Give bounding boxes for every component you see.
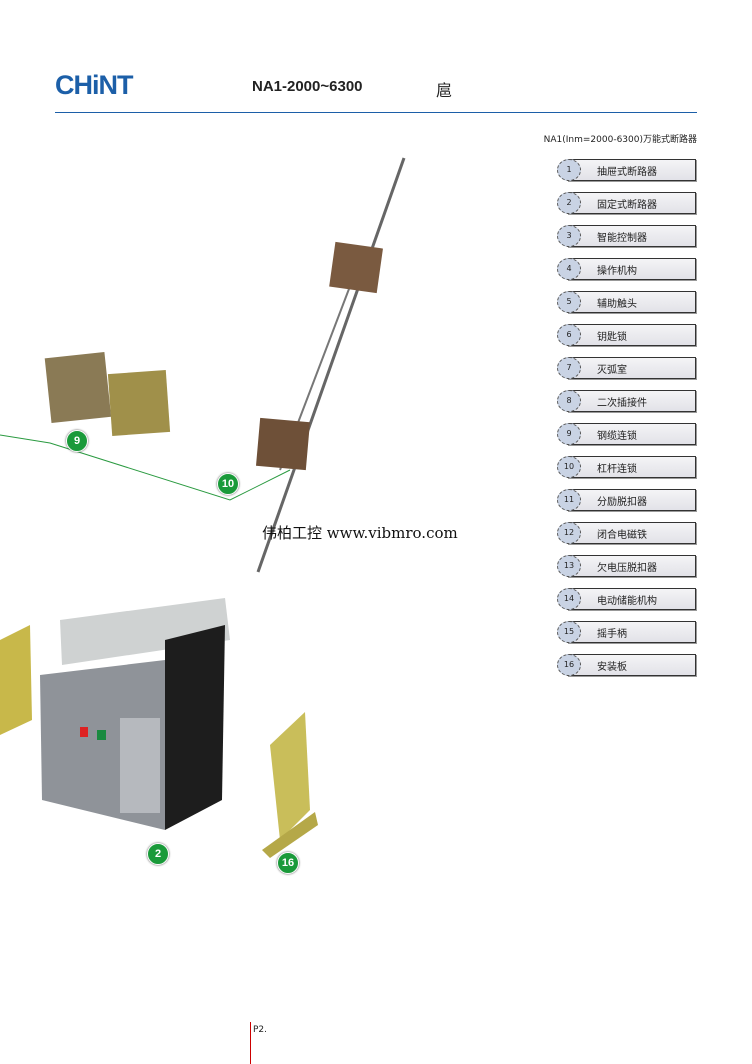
item-number: 10 [557,456,581,478]
item-label: 抽屉式断路器 [597,167,657,178]
label-box [567,588,696,610]
item-label: 欠电压脱扣器 [597,563,657,574]
leader-line [0,434,291,501]
label-box [567,423,696,445]
component-item: 16 安装板 [557,654,697,676]
item-label: 分励脱扣器 [597,497,647,508]
breaker-side [165,625,225,830]
component-item: 1 抽屉式断路器 [557,159,697,181]
page-number: P2. [253,1025,268,1035]
item-label: 智能控制器 [597,233,647,244]
item-number: 11 [557,489,581,511]
breaker-top [60,598,230,665]
callout-2: 2 [147,843,169,865]
item-label: 闭合电磁铁 [597,530,647,541]
item-label: 杠杆连锁 [597,464,637,475]
mounting-plate-right [270,712,310,840]
item-label: 固定式断路器 [597,200,657,211]
label-box [567,390,696,412]
mounting-plate-left [0,625,32,735]
component-item: 4 操作机构 [557,258,697,280]
component-list: 1 抽屉式断路器 2 固定式断路器 3 智能控制器 4 操作机构 5 辅助触头 6 钥匙锁 7 灭弧室 8 二… [557,159,697,687]
page-title: NA1-2000~6300 [252,78,363,95]
lever-rod [256,157,406,573]
cable-interlock-plate-2 [107,370,171,436]
label-box [567,357,696,379]
label-box [567,489,696,511]
item-number: 3 [557,225,581,247]
item-number: 13 [557,555,581,577]
item-number: 9 [557,423,581,445]
label-box [567,555,696,577]
label-box [567,324,696,346]
label-box [567,192,696,214]
item-label: 灭弧室 [597,365,627,376]
item-number: 2 [557,192,581,214]
component-item: 9 钢缆连锁 [557,423,697,445]
callout-16: 16 [277,852,299,874]
item-number: 16 [557,654,581,676]
label-box [567,522,696,544]
label-box [567,258,696,280]
title-suffix: 扈 [436,81,453,100]
item-number: 4 [557,258,581,280]
lever-interlock-plate-upper [329,241,383,294]
component-item: 2 固定式断路器 [557,192,697,214]
component-item: 11 分励脱扣器 [557,489,697,511]
item-number: 6 [557,324,581,346]
label-box [567,456,696,478]
component-item: 6 钥匙锁 [557,324,697,346]
item-label: 摇手柄 [597,629,627,640]
item-label: 电动储能机构 [597,596,657,607]
callout-9: 9 [66,430,88,452]
component-item: 10 杠杆连锁 [557,456,697,478]
item-number: 15 [557,621,581,643]
footer-rule [250,1022,251,1064]
label-box [567,159,696,181]
item-label: 安装板 [597,662,627,673]
component-item: 14 电动储能机构 [557,588,697,610]
item-number: 8 [557,390,581,412]
item-label: 钥匙锁 [597,332,627,343]
item-label: 辅助触头 [597,299,637,310]
component-item: 8 二次插接件 [557,390,697,412]
item-label: 钢缆连锁 [597,431,637,442]
item-label: 操作机构 [597,266,637,277]
item-label: 二次插接件 [597,398,647,409]
section-subtitle: NA1(Inm=2000-6300)万能式断路器 [543,135,697,145]
label-box [567,225,696,247]
component-item: 12 闭合电磁铁 [557,522,697,544]
label-box [567,654,696,676]
label-box [567,621,696,643]
component-item: 7 灭弧室 [557,357,697,379]
component-item: 3 智能控制器 [557,225,697,247]
chint-logo: CHiNT [55,70,133,100]
callout-10: 10 [217,473,239,495]
lever-interlock-plate-lower [256,417,310,471]
component-item: 15 摇手柄 [557,621,697,643]
item-number: 1 [557,159,581,181]
item-number: 14 [557,588,581,610]
item-number: 7 [557,357,581,379]
component-item: 13 欠电压脱扣器 [557,555,697,577]
item-number: 5 [557,291,581,313]
component-item: 5 辅助触头 [557,291,697,313]
label-box [567,291,696,313]
header-divider [55,112,697,113]
cable-interlock-plate-1 [44,352,112,423]
item-number: 12 [557,522,581,544]
watermark: 伟柏工控 www.vibmro.com [262,524,458,542]
